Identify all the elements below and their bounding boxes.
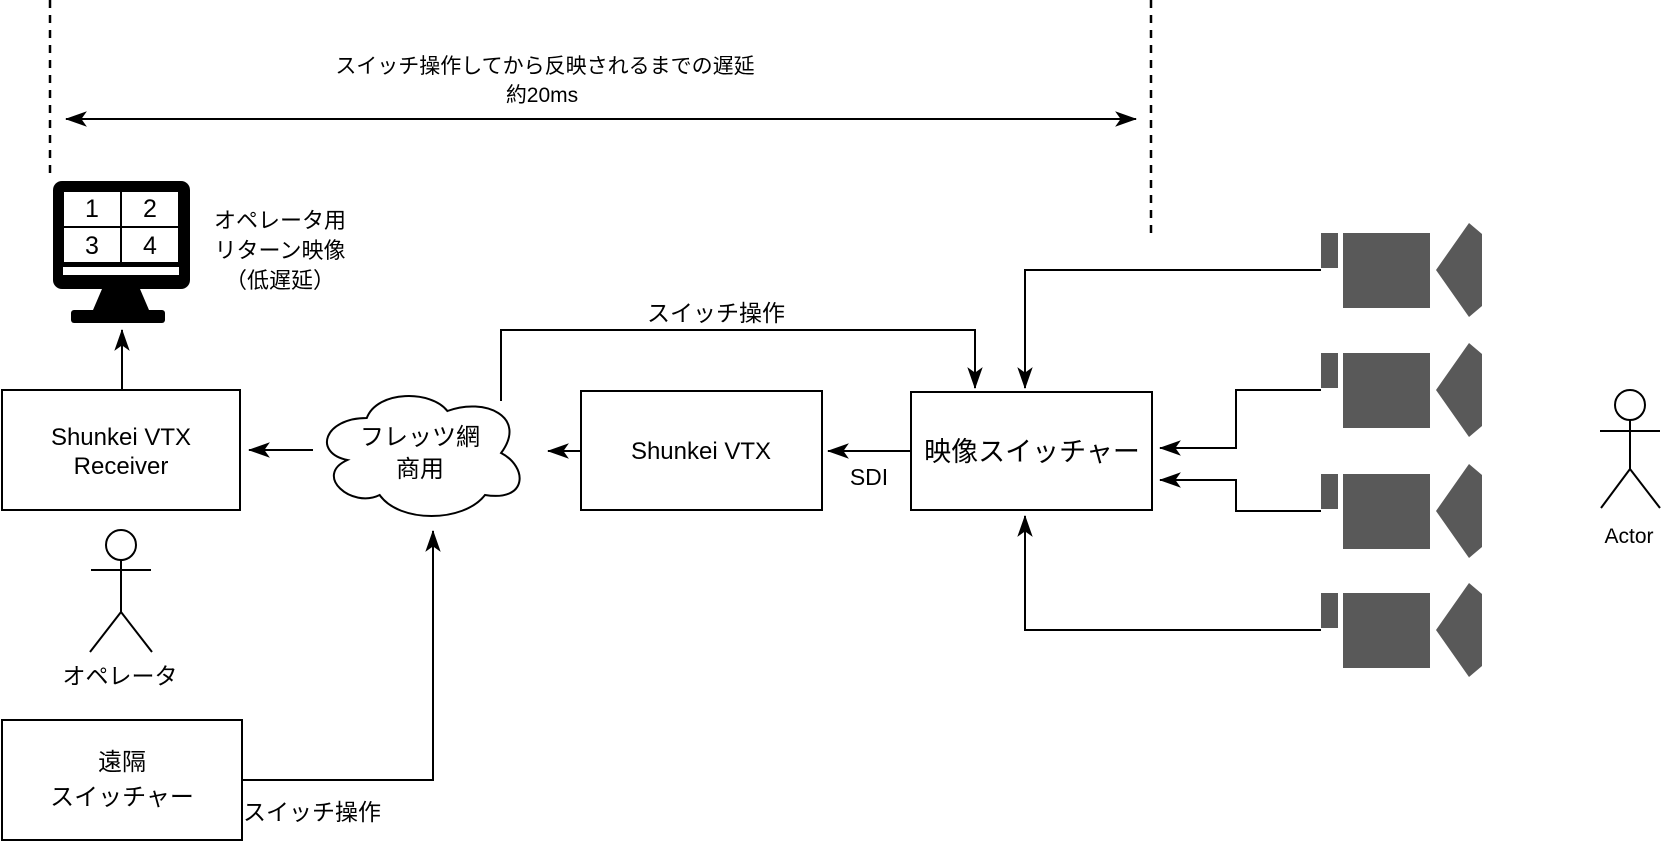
network-cloud-node: フレッツ網 商用	[326, 395, 521, 517]
camera3-lens-hood	[1436, 464, 1482, 558]
monitor-cell-3: 3	[85, 232, 99, 260]
cloud-shape	[326, 395, 521, 517]
connector-remote-to-cloud	[242, 529, 441, 781]
remote-switcher-box	[1, 719, 243, 841]
delay-annotation-line2: 約20ms	[506, 84, 578, 107]
operator-label: オペレータ	[63, 663, 178, 689]
monitor-cell-4: 4	[143, 232, 157, 260]
camera-icon-3	[1321, 464, 1482, 558]
monitor-label-line3: （低遅延）	[225, 268, 335, 293]
actor-body	[1600, 420, 1661, 509]
camera4-body	[1343, 593, 1430, 668]
camera2-lens-hood	[1436, 343, 1482, 437]
connector-camera4-to-switcher	[1017, 514, 1321, 631]
video-switcher-box	[910, 391, 1153, 511]
camera-icon-2	[1321, 343, 1482, 437]
camera3-body	[1343, 474, 1430, 549]
receiver-node: Shunkei VTX Receiver	[1, 389, 241, 511]
camera3-back	[1321, 474, 1338, 509]
delay-annotation-line1: スイッチ操作してから反映されるまでの遅延	[335, 55, 754, 78]
monitor-bottom-strip	[63, 267, 179, 275]
monitor-label: オペレータ用 リターン映像 （低遅延）	[214, 208, 346, 293]
vtx-node: Shunkei VTX	[580, 390, 823, 511]
monitor-grid-lines	[63, 191, 179, 263]
cloud-label-line2: 商用	[396, 456, 444, 483]
switch-operation-label-top: スイッチ操作	[647, 300, 785, 326]
monitor-stand-base	[71, 310, 165, 323]
monitor-cell-1: 1	[85, 195, 99, 223]
actor-label: Actor	[1604, 525, 1653, 548]
camera4-lens-hood	[1436, 583, 1482, 677]
actor-head	[1614, 389, 1646, 421]
monitor-stand-neck	[93, 289, 149, 310]
monitor-label-line1: オペレータ用	[214, 208, 346, 233]
camera-icon-1	[1321, 223, 1482, 317]
operator-head	[105, 529, 137, 561]
remote-switcher-label-line2: スイッチャー	[50, 784, 194, 811]
camera2-body	[1343, 353, 1430, 428]
receiver-label-line1: Shunkei VTX	[51, 424, 191, 451]
connector-camera1-to-switcher	[1017, 269, 1321, 390]
sdi-label: SDI	[850, 464, 888, 490]
actor-figure	[1600, 389, 1661, 509]
connector-cloud-to-switcher-switch-op	[500, 329, 983, 401]
switch-operation-label-bottom: スイッチ操作	[243, 799, 381, 825]
remote-switcher-node: 遠隔 スイッチャー	[1, 719, 243, 841]
operator-figure	[89, 529, 153, 653]
camera-icon-4	[1321, 583, 1482, 677]
camera1-lens-hood	[1436, 223, 1482, 317]
cloud-label-line1: フレッツ網	[360, 424, 480, 451]
camera1-body	[1343, 233, 1430, 308]
video-switcher-node: 映像スイッチャー	[910, 391, 1153, 511]
operator-body	[89, 560, 153, 653]
monitor-label-line2: リターン映像	[215, 238, 346, 263]
multiview-monitor-icon: 1 2 3 4	[53, 181, 190, 323]
remote-switcher-label-line1: 遠隔	[98, 749, 146, 776]
vtx-label: Shunkei VTX	[631, 438, 771, 465]
connector-camera3-to-switcher	[1158, 472, 1321, 512]
receiver-label-line2: Receiver	[74, 453, 169, 480]
camera1-back	[1321, 233, 1338, 268]
camera4-back	[1321, 593, 1338, 628]
video-switcher-label: 映像スイッチャー	[924, 437, 1140, 467]
monitor-cell-2: 2	[143, 195, 157, 223]
connector-camera2-to-switcher	[1158, 389, 1321, 456]
camera2-back	[1321, 353, 1338, 388]
